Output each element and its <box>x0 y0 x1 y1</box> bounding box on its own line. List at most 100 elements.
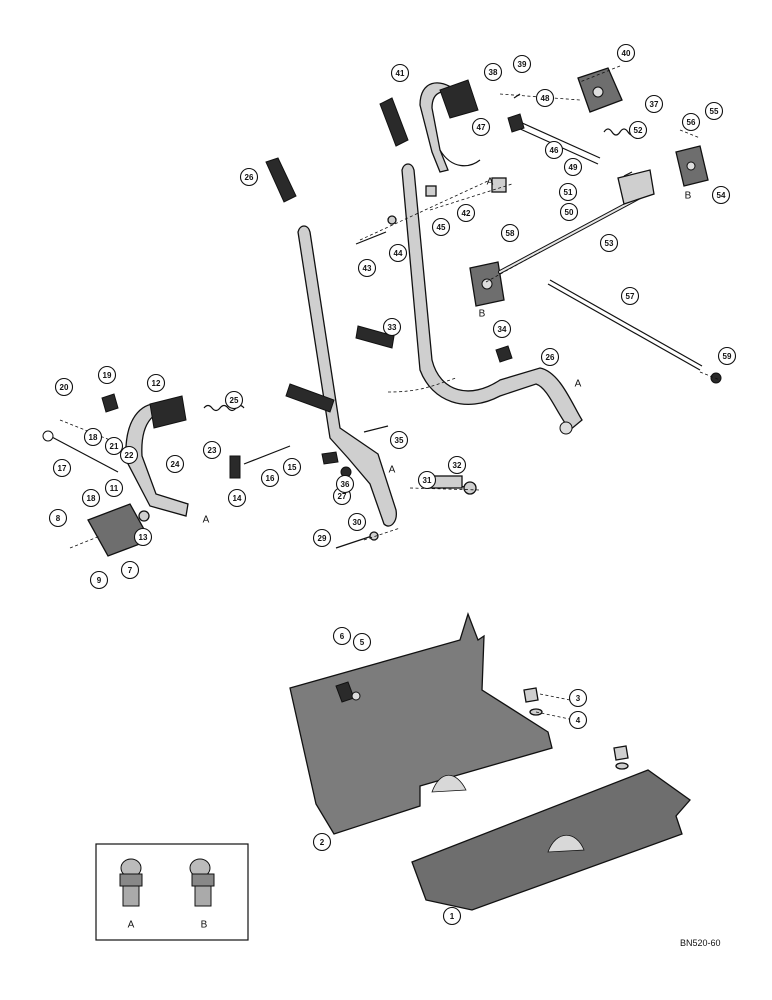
callout-number: 58 <box>506 229 515 238</box>
callout-c16: 16 <box>260 468 280 488</box>
callout-circle <box>81 488 101 508</box>
callout-circle <box>492 319 512 339</box>
callout-c31: 31 <box>417 470 437 490</box>
callout-number: 24 <box>171 460 180 469</box>
pedal-grip-26 <box>265 157 297 203</box>
callout-c26a: 26 <box>239 167 259 187</box>
callout-c23: 23 <box>202 440 222 460</box>
callout-c11: 11 <box>104 478 124 498</box>
callout-c21: 21 <box>104 436 124 456</box>
callout-circle <box>512 54 532 74</box>
callout-c26b: 26 <box>540 347 560 367</box>
callout-number: 44 <box>394 249 403 258</box>
callout-circle <box>431 217 451 237</box>
callout-c48: 48 <box>535 88 555 108</box>
callout-c25: 25 <box>224 390 244 410</box>
callout-circle <box>544 140 564 160</box>
callout-number: 30 <box>353 518 362 527</box>
lever-26 <box>401 163 583 431</box>
letter-a-lever-27: A <box>389 465 396 476</box>
callout-number: 34 <box>498 325 507 334</box>
callout-circle <box>456 203 476 223</box>
callout-c45: 45 <box>431 217 451 237</box>
callout-c44: 44 <box>388 243 408 263</box>
callout-circle <box>120 560 140 580</box>
inset-label-b: B <box>201 920 208 931</box>
grease-fitting-a-icon <box>119 858 143 907</box>
lever-27 <box>297 225 397 527</box>
callout-number: 26 <box>546 353 555 362</box>
floor-plate-1 <box>411 769 691 911</box>
callout-circle <box>628 120 648 140</box>
callout-c17: 17 <box>52 458 72 478</box>
brake-pedal-assembly <box>265 65 722 435</box>
callout-circle <box>390 63 410 83</box>
callout-circle <box>202 440 222 460</box>
callout-circle <box>312 832 332 852</box>
callout-c43: 43 <box>357 258 377 278</box>
callout-c49: 49 <box>563 157 583 177</box>
callout-number: 22 <box>125 451 134 460</box>
callout-c41: 41 <box>390 63 410 83</box>
callout-number: 26 <box>245 173 254 182</box>
callout-c2: 2 <box>312 832 332 852</box>
callout-number: 43 <box>363 264 372 273</box>
callout-c24: 24 <box>165 454 185 474</box>
callout-number: 41 <box>396 69 405 78</box>
callout-circle <box>48 508 68 528</box>
callout-circle <box>442 906 462 926</box>
callout-c13: 13 <box>133 527 153 547</box>
callout-c5: 5 <box>352 632 372 652</box>
callout-circle <box>417 470 437 490</box>
callout-c58: 58 <box>500 223 520 243</box>
callout-number: 53 <box>605 239 614 248</box>
callout-circle <box>558 182 578 202</box>
callout-circle <box>119 445 139 465</box>
clutch-lever-assembly <box>285 225 481 549</box>
callout-number: 6 <box>340 632 345 641</box>
callout-number: 48 <box>541 94 550 103</box>
callout-group: 1234567891112131415161718181920212223242… <box>48 43 737 926</box>
callout-number: 5 <box>360 638 365 647</box>
callout-circle <box>389 430 409 450</box>
callout-c4: 4 <box>568 710 588 730</box>
callout-c12: 12 <box>146 373 166 393</box>
callout-number: 7 <box>128 566 133 575</box>
callout-circle <box>239 167 259 187</box>
callout-circle <box>347 512 367 532</box>
callout-circle <box>352 632 372 652</box>
callout-number: 29 <box>318 534 327 543</box>
callout-c35: 35 <box>389 430 409 450</box>
callout-number: 39 <box>518 60 527 69</box>
callout-c34: 34 <box>492 319 512 339</box>
callout-number: 16 <box>266 474 275 483</box>
callout-circle <box>224 390 244 410</box>
callout-c32: 32 <box>447 455 467 475</box>
callout-circle <box>260 468 280 488</box>
callout-number: 49 <box>569 163 578 172</box>
callout-c36: 36 <box>335 474 355 494</box>
callout-circle <box>568 688 588 708</box>
callout-c9: 9 <box>89 570 109 590</box>
callout-number: 27 <box>338 492 347 501</box>
inset-label-a: A <box>128 920 135 931</box>
callout-c39: 39 <box>512 54 532 74</box>
callout-c50: 50 <box>559 202 579 222</box>
floor-plate-assembly <box>289 612 691 911</box>
letter-a-pedal-12: A <box>203 515 210 526</box>
letter-a-pedal-41: A <box>487 177 494 188</box>
callout-circle <box>616 43 636 63</box>
callout-c38: 38 <box>483 62 503 82</box>
callout-c7: 7 <box>120 560 140 580</box>
inset-frame <box>95 843 249 941</box>
callout-number: 37 <box>650 100 659 109</box>
callout-number: 40 <box>622 49 631 58</box>
callout-circle <box>54 377 74 397</box>
callout-c30: 30 <box>347 512 367 532</box>
callout-c56: 56 <box>681 112 701 132</box>
callout-circle <box>83 427 103 447</box>
callout-c15: 15 <box>282 457 302 477</box>
callout-number: 56 <box>687 118 696 127</box>
callout-circle <box>104 478 124 498</box>
